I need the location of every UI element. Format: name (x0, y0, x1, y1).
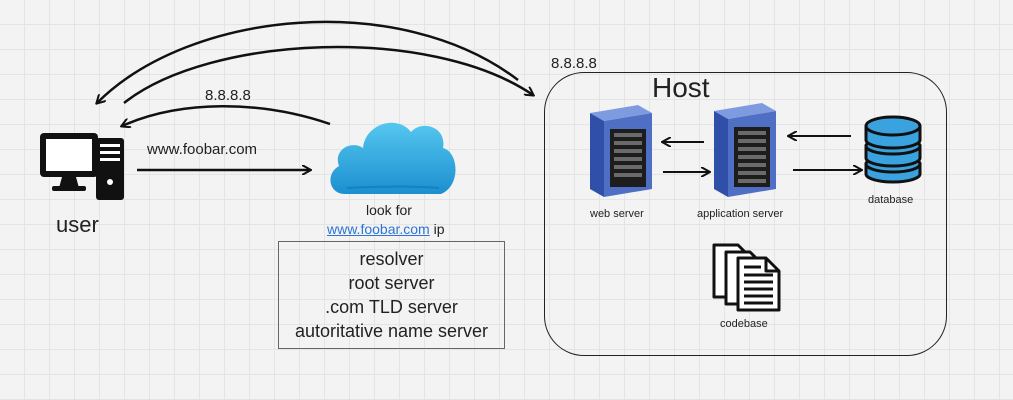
application-server-label: application server (697, 208, 784, 220)
cloud-caption-suffix: ip (433, 221, 445, 237)
dns-item-resolver: resolver (359, 249, 424, 269)
host-container (544, 72, 947, 356)
dns-item-root-server: root server (348, 273, 435, 293)
cloud-caption-line2: www.foobar.com ip (327, 221, 445, 237)
from-dns-label: 8.8.8.8 (205, 87, 251, 104)
documents-icon (712, 243, 781, 312)
web-server-icon (590, 105, 652, 197)
user-label: user (56, 212, 99, 237)
cloud-icon (330, 122, 456, 194)
host-title: Host (652, 72, 710, 103)
computer-icon (40, 133, 124, 200)
application-server-icon (714, 103, 776, 197)
web-server-label: web server (590, 208, 644, 220)
codebase-label: codebase (720, 318, 768, 330)
host-to-user-arrow (97, 20, 519, 103)
dns-item-tld-server: .com TLD server (325, 297, 458, 317)
foobar-link[interactable]: www.foobar.com (327, 221, 430, 237)
dns-item-name-server: autoritative name server (294, 321, 489, 341)
user-to-host-arrow (123, 45, 533, 104)
database-label: database (868, 194, 914, 206)
database-icon (864, 115, 922, 184)
dns-resolution-box: resolver root server .com TLD server aut… (278, 241, 505, 349)
to-host-label: 8.8.8.8 (551, 55, 597, 72)
dns-to-user-arrow (122, 105, 331, 126)
cloud-caption-line1: look for (366, 202, 412, 218)
to-dns-label: www.foobar.com (147, 141, 258, 158)
